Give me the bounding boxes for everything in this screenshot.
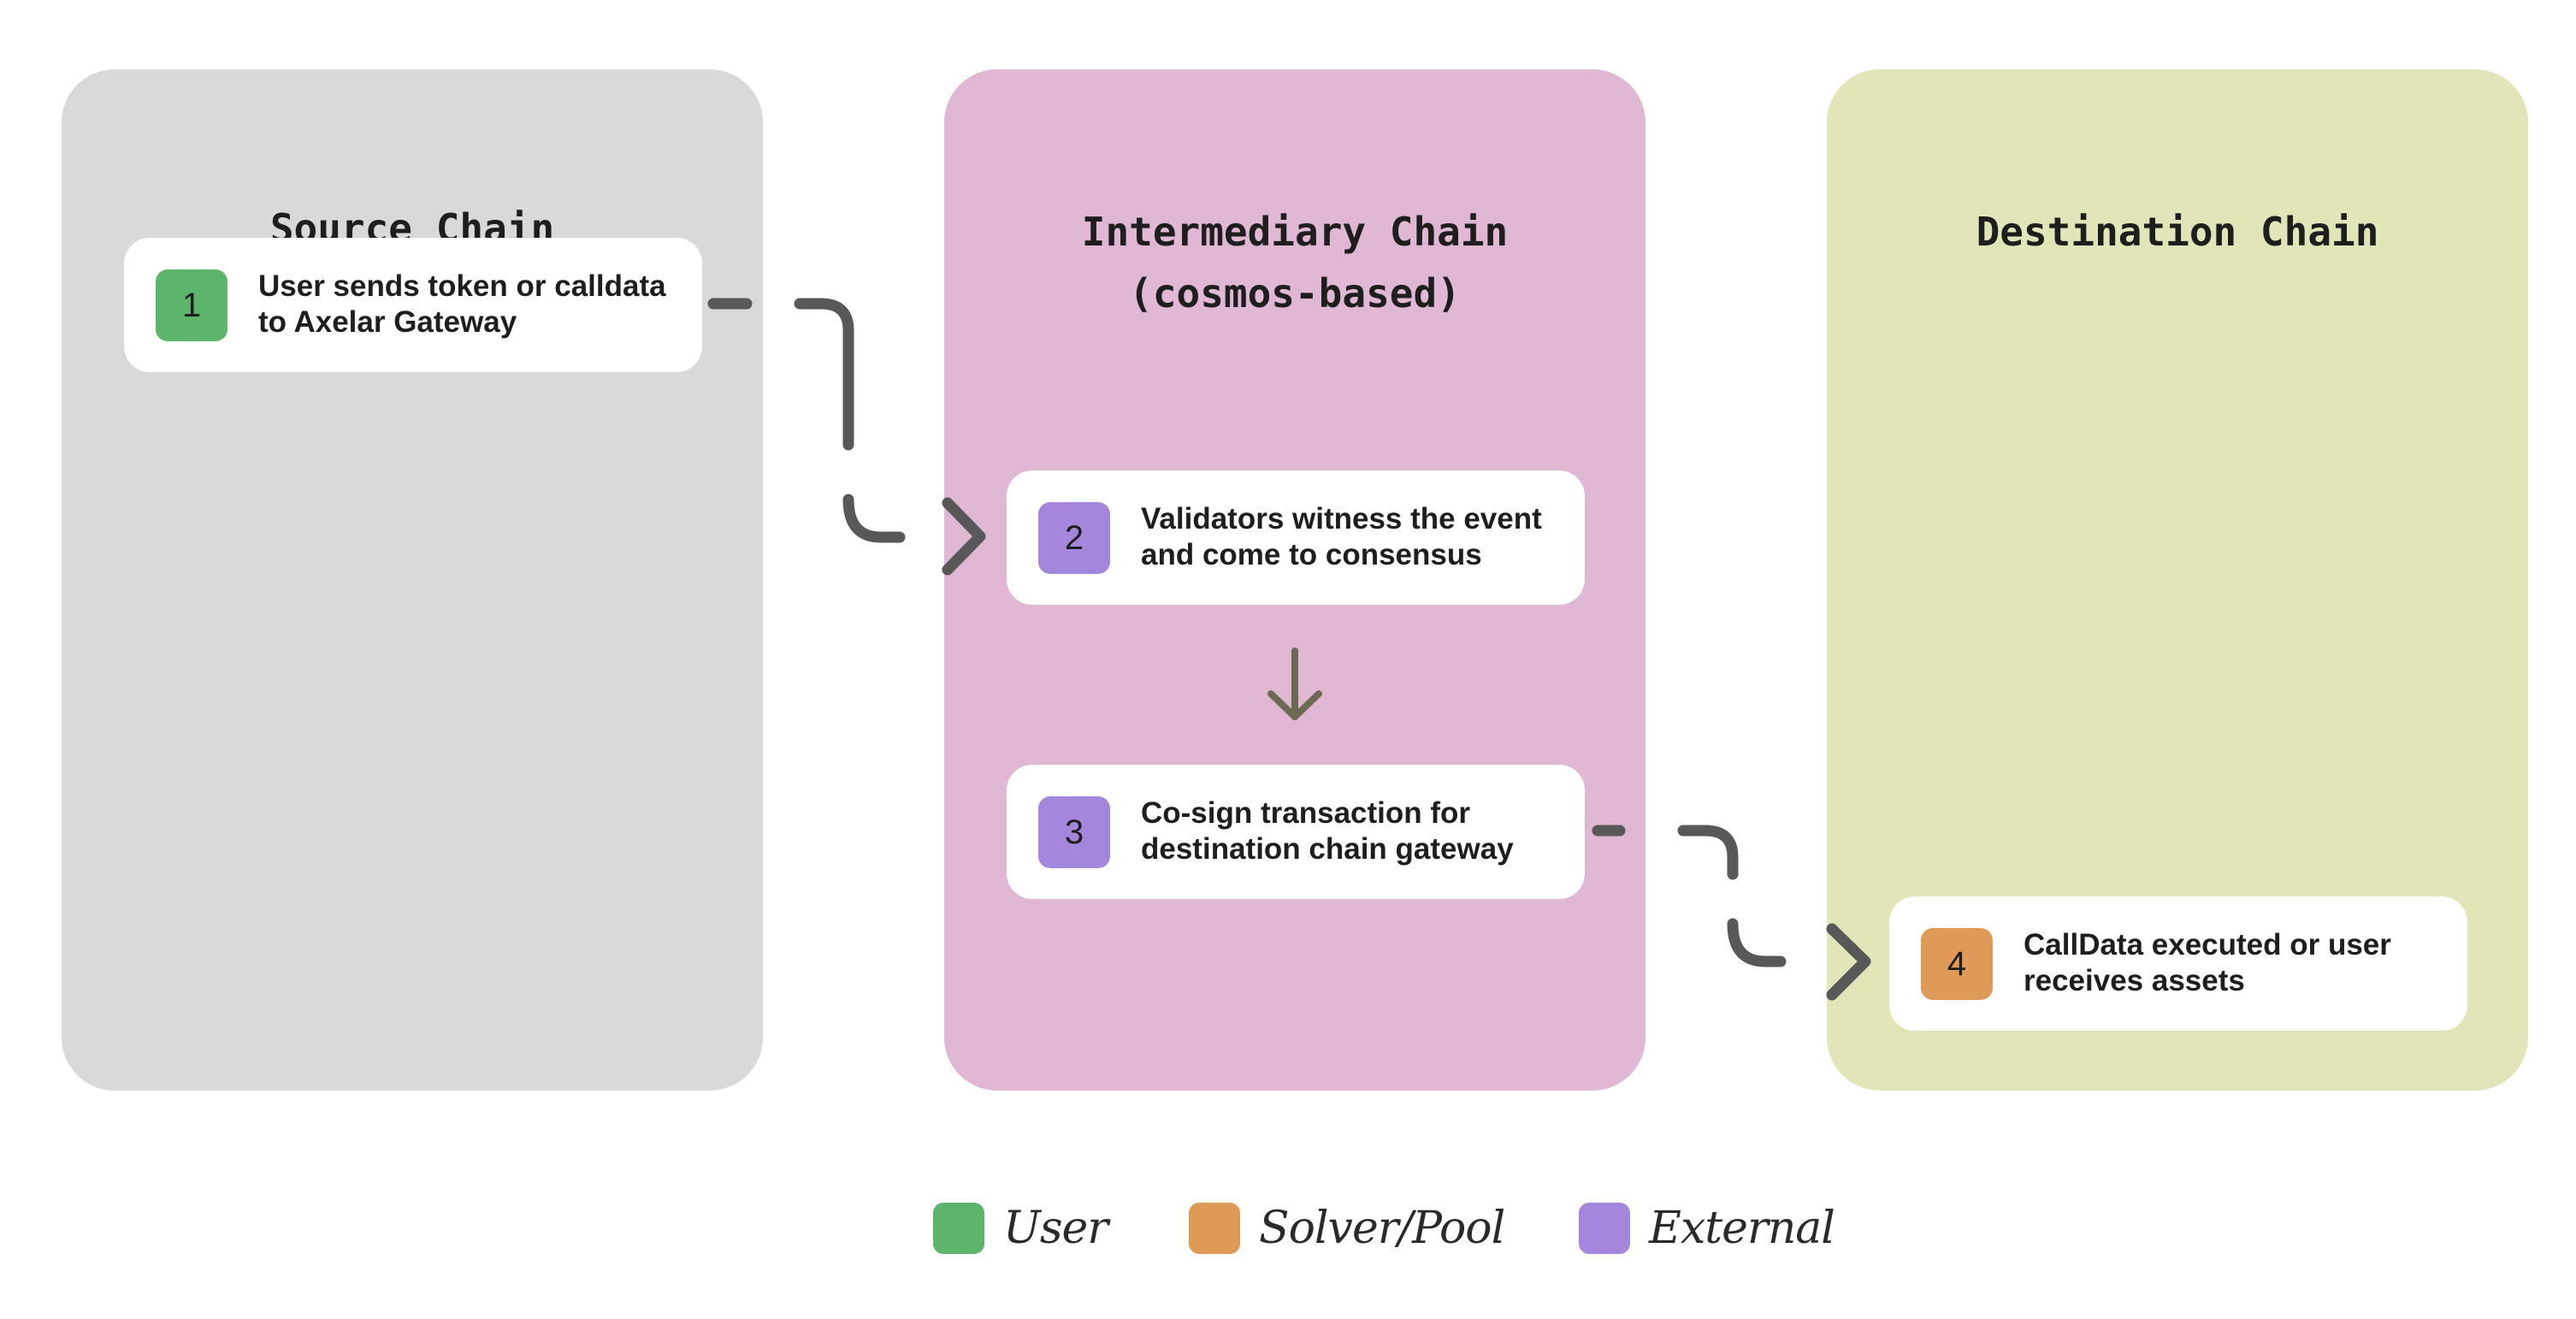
connector-step3-to-step4-arrowhead bbox=[1826, 923, 1871, 1001]
step-2-card: 2 Validators witness the event and come … bbox=[1007, 470, 1585, 605]
step-2-text: Validators witness the event and come to… bbox=[1141, 502, 1542, 571]
step-4-text: CallData executed or user receives asset… bbox=[2024, 928, 2391, 997]
arrow-step2-to-step3 bbox=[1267, 648, 1322, 720]
connector-step1-to-step2 bbox=[707, 298, 906, 543]
step-1-text: User sends token or calldata to Axelar G… bbox=[258, 269, 666, 339]
step-4-card: 4 CallData executed or user receives ass… bbox=[1889, 896, 2467, 1031]
connector-step3-to-step4 bbox=[1592, 825, 1787, 967]
legend-swatch-solver-pool bbox=[1189, 1203, 1240, 1254]
step-3-text: Co-sign transaction for destination chai… bbox=[1141, 796, 1514, 866]
intermediary-chain-title: Intermediary Chain (cosmos-based) bbox=[1081, 209, 1509, 316]
step-2-badge: 2 bbox=[1038, 502, 1110, 574]
connector-step1-to-step2-arrowhead bbox=[942, 497, 986, 576]
legend-swatch-external bbox=[1579, 1203, 1630, 1254]
legend-label-user: User bbox=[1003, 1203, 1108, 1254]
legend-label-solver-pool: Solver/Pool bbox=[1259, 1203, 1505, 1254]
step-1-badge: 1 bbox=[156, 269, 227, 341]
step-1-card: 1 User sends token or calldata to Axelar… bbox=[124, 238, 702, 372]
step-3-card: 3 Co-sign transaction for destination ch… bbox=[1007, 765, 1585, 899]
legend-label-external: External bbox=[1649, 1203, 1835, 1254]
destination-chain-title: Destination Chain bbox=[1976, 209, 2379, 255]
legend-swatch-user bbox=[933, 1203, 984, 1254]
step-3-badge: 3 bbox=[1038, 796, 1110, 868]
step-4-badge: 4 bbox=[1921, 928, 1993, 1000]
